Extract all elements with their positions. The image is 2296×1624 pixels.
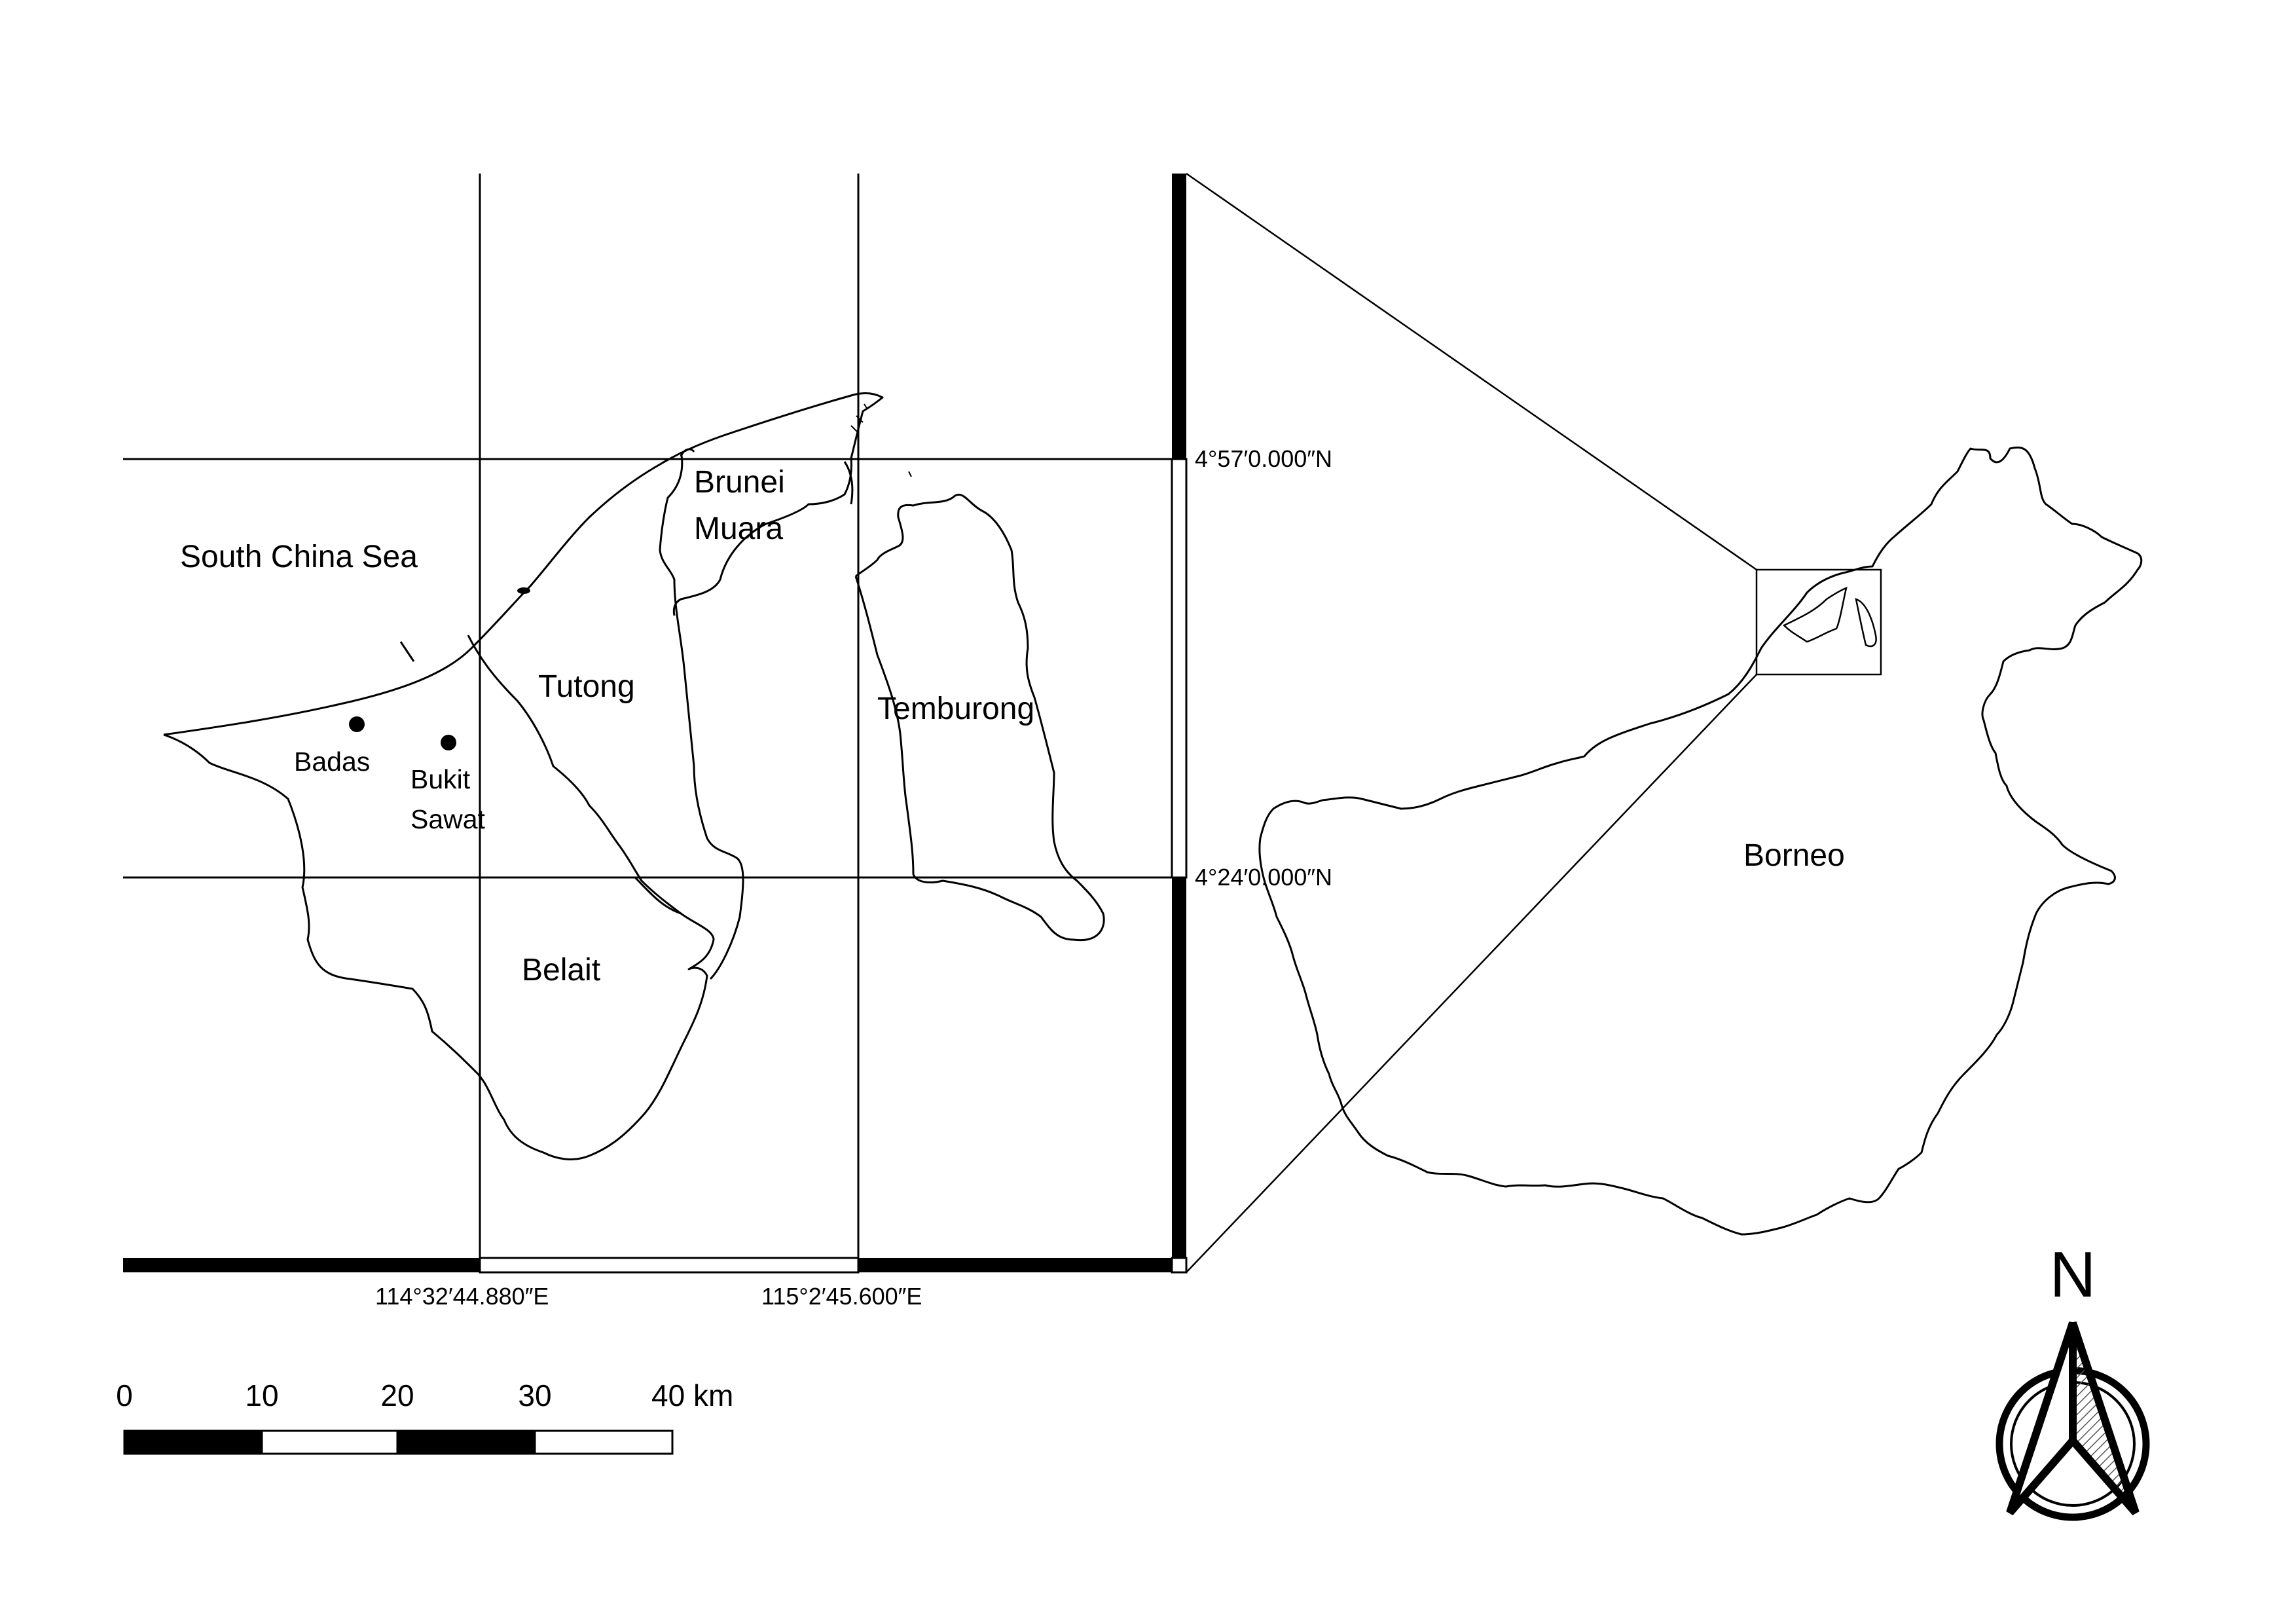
inset-connectors: [1186, 172, 1757, 1273]
temburong-outline: [854, 493, 1105, 942]
borneo-inset: Borneo: [1258, 446, 2143, 1236]
coastline-detail: [908, 471, 912, 477]
label-badas: Badas: [294, 747, 370, 777]
north-label: N: [2050, 1238, 2096, 1310]
coastline-detail: [399, 641, 415, 662]
coastline-detail: [680, 448, 695, 457]
label-bukit-sawat-2: Sawat: [410, 804, 486, 834]
bottom-border-segment: [858, 1258, 1172, 1272]
scale-label: 10: [245, 1378, 278, 1412]
label-tutong: Tutong: [538, 669, 635, 704]
connector-line-top: [1186, 172, 1757, 571]
label-brunei-muara-1: Brunei: [694, 465, 785, 500]
brunei-west-inland: [163, 733, 715, 1160]
north-arrow-right-half: [2069, 1321, 2140, 1515]
label-bukit-sawat-1: Bukit: [410, 764, 471, 794]
connector-line-bottom: [1186, 674, 1757, 1273]
bukit-sawat-marker: [441, 735, 456, 750]
right-border-corner: [1171, 1257, 1188, 1274]
tutong-belait-border: [467, 635, 682, 915]
label-borneo: Borneo: [1743, 838, 1845, 873]
scale-segment: [123, 1430, 263, 1455]
brunei-muara-east: [672, 458, 852, 616]
scale-segment: [396, 1430, 536, 1455]
scale-bar: 0 10 20 30 40 km: [116, 1378, 733, 1455]
label-brunei-muara-2: Muara: [694, 511, 783, 546]
right-border-segment: [1172, 877, 1186, 1258]
coastline-detail: [850, 403, 868, 433]
label-belait: Belait: [522, 953, 600, 987]
inset-brunei-shape: [1782, 586, 1877, 648]
coord-lon-west: 114°32′44.880″E: [375, 1283, 549, 1310]
bottom-border-segment: [479, 1257, 860, 1274]
right-border-segment: [1171, 458, 1188, 879]
coord-lat-north: 4°57′0.000″N: [1195, 445, 1332, 472]
badas-marker: [349, 716, 365, 732]
brunei-west-outline: [163, 392, 884, 736]
scale-segment: [534, 1430, 674, 1455]
tutong-bruneimuara-border: [659, 451, 744, 980]
scale-label: 30: [518, 1378, 551, 1412]
north-arrow-left-half: [2006, 1321, 2077, 1515]
label-south-china-sea: South China Sea: [180, 540, 418, 574]
scale-label: 0: [116, 1378, 133, 1412]
north-arrow: N: [1995, 1238, 2150, 1521]
bottom-border-segment: [123, 1258, 480, 1272]
scale-label: 40 km: [651, 1378, 733, 1412]
right-border-segment: [1172, 174, 1186, 459]
coord-lon-east: 115°2′45.600″E: [761, 1283, 922, 1310]
scale-label: 20: [380, 1378, 414, 1412]
inset-extent-box: [1755, 568, 1882, 676]
coastline-detail: [517, 587, 530, 594]
label-temburong: Temburong: [877, 692, 1034, 726]
borneo-outline: [1258, 446, 2143, 1236]
main-map: South China Sea Brunei Muara Tutong Temb…: [123, 174, 1332, 1310]
scale-segment: [261, 1430, 399, 1455]
coastline-detail: [843, 461, 854, 505]
